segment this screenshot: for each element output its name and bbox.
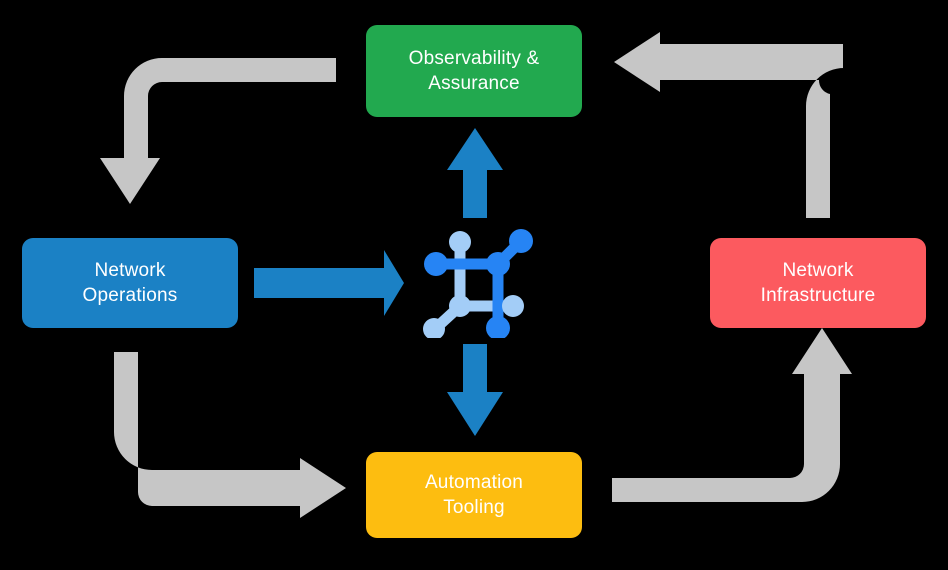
node-network-infrastructure[interactable]: Network Infrastructure [710,238,926,328]
network-topology-icon [423,229,533,338]
arrow-operations-to-center [254,250,404,316]
connector-infrastructure-to-observability [614,32,844,218]
arrow-center-to-observability [447,128,503,218]
node-network-operations[interactable]: Network Operations [22,238,238,328]
connector-observability-to-operations [100,58,336,204]
arrow-center-to-automation [447,344,503,436]
node-automation-tooling[interactable]: Automation Tooling [366,452,582,538]
node-observability-assurance[interactable]: Observability & Assurance [366,25,582,117]
connector-automation-to-infrastructure [612,328,852,502]
connector-operations-to-automation [114,352,346,518]
